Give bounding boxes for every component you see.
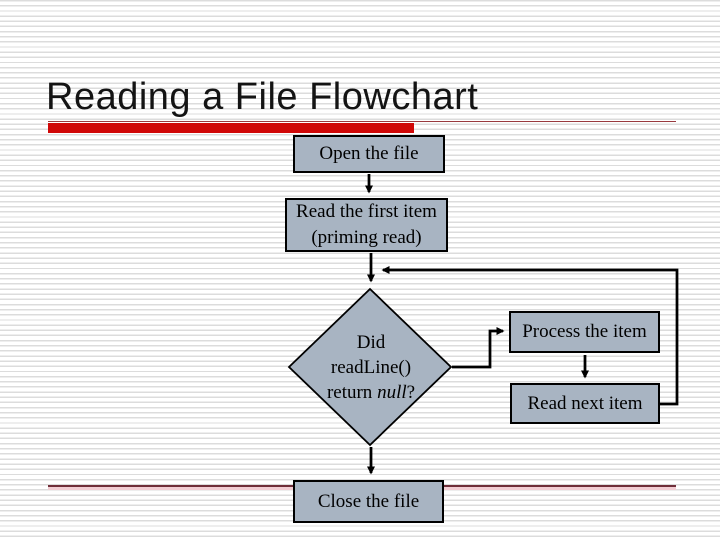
- node-label: Close the file: [317, 490, 420, 512]
- node-label: Process the item: [522, 321, 647, 342]
- flowchart-node-close-file: Close the file: [293, 480, 444, 523]
- connector-decision-to-process: [452, 327, 505, 369]
- decision-line3: return null?: [326, 382, 416, 403]
- node-label-line2: (priming read): [311, 227, 422, 248]
- flowchart-node-process-item: Process the item: [509, 311, 660, 353]
- title-rule-line: [48, 120, 676, 123]
- node-label: Read next item: [527, 392, 643, 414]
- node-label: Open the file: [319, 143, 419, 164]
- flowchart-node-decision-label: Did readLine() return null?: [290, 330, 452, 405]
- connector-readnext-loopback: [381, 266, 679, 406]
- decision-null-keyword: null: [377, 382, 407, 403]
- node-label-line1: Read the first item: [296, 201, 437, 222]
- decision-diamond: [287, 287, 453, 447]
- flowchart-node-open-file: Open the file: [293, 135, 445, 173]
- decision-line2: readLine(): [330, 357, 412, 378]
- slide-title: Reading a File Flowchart: [46, 76, 479, 118]
- flowchart-node-read-next-item: Read next item: [510, 383, 660, 424]
- decision-line1: Did: [356, 332, 386, 353]
- title-accent-bar: [48, 122, 414, 133]
- flowchart-node-read-first-item: Read the first item (priming read): [285, 198, 448, 252]
